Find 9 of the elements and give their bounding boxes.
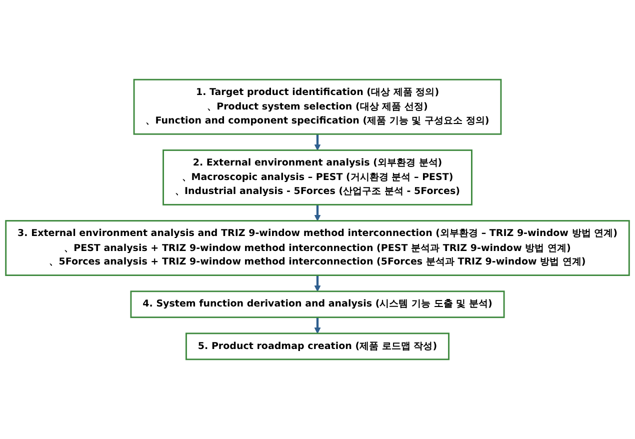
node-box: 4. System function derivation and analysis (시스템 기능 도출 및 분석) — [130, 290, 505, 318]
arrow — [314, 275, 321, 292]
node-box: 1. Target product identification (대상 제품 정의) 、Product system selection (대상 제품 선정) 、Function and component specification (제품 기능 및 구성요소 정의) — [133, 78, 502, 135]
node-box: 5. Product roadmap creation (제품 로드맵 작성) — [185, 332, 450, 360]
arrow — [314, 204, 321, 222]
arrow — [314, 317, 321, 334]
node-box: 2. External environment analysis (외부환경 분석) 、Macroscopic analysis – PEST (거시환경 분석 – PEST) 、Industrial analysis - 5Forces (산업구조 분석 - 5Forces) — [162, 149, 472, 206]
node-box: 3. External environment analysis and TRIZ 9-window method interconnection (외부환경 – TRIZ 9-window 방법 연계) 、PEST analysis + TRIZ 9-window method interconnection (PEST 분석과 TRIZ 9-window 방법 연계) 、5Forces analysis + TRIZ 9-window method interconnection (5Forces 분석과 TRIZ 9-window 방법 연계) — [5, 220, 630, 276]
arrow — [314, 134, 321, 150]
